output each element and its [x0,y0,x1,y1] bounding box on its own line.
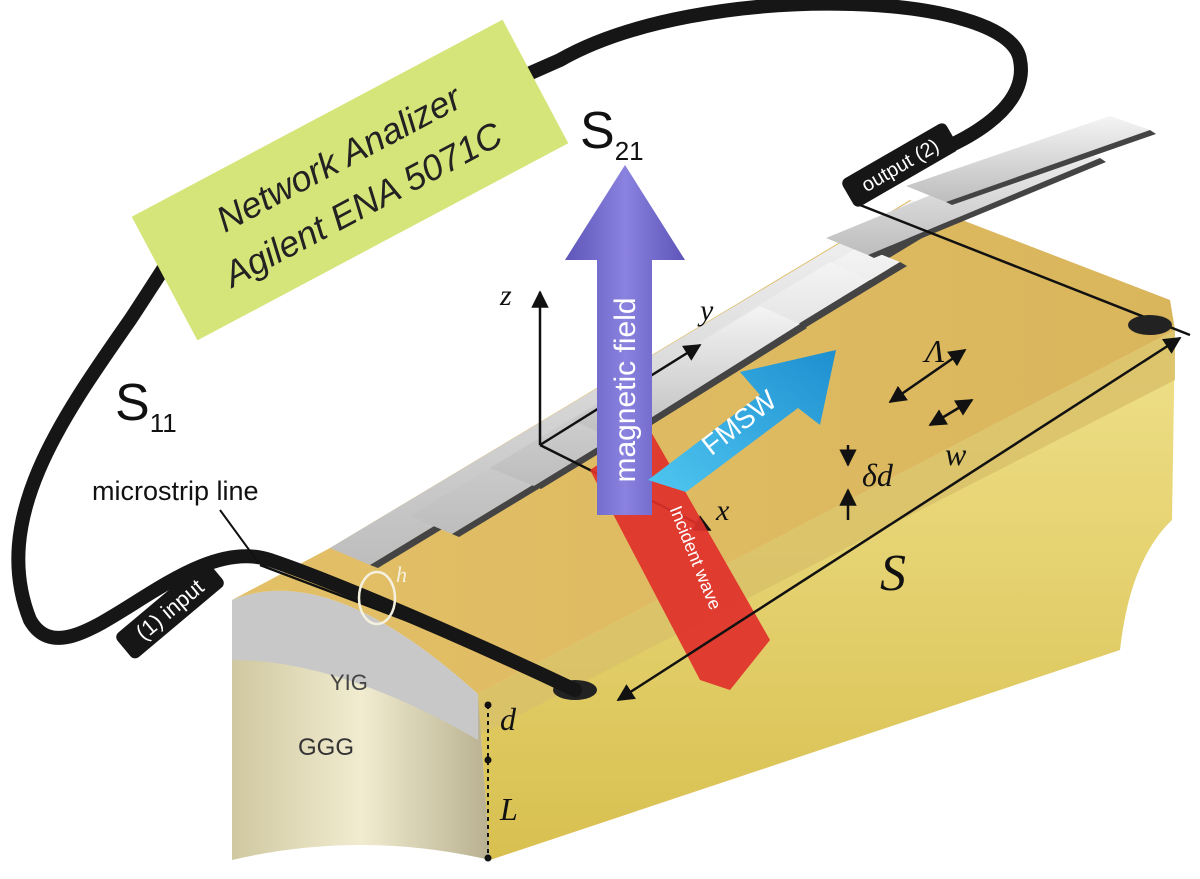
yig-label: YIG [330,670,368,695]
ggg-label: GGG [298,734,354,761]
s-dimension: S [616,336,1182,702]
l-label: L [499,791,518,827]
y-axis-label: y [697,294,714,327]
output-microstrip-line [859,203,1191,337]
magnetic-field-label: magnetic field [609,297,642,482]
thickness-dimensions: d L [484,701,518,862]
yig-end-layer [232,590,478,740]
microstrip-label: microstrip line [92,476,259,506]
s21-label: S21 [580,102,644,166]
lambda-label: Λ [922,333,945,369]
x-axis-label: x [715,494,730,527]
d-label: d [500,701,517,737]
microstrip-pointer [219,509,259,563]
delta-d-label: δd [862,457,894,493]
cable [11,0,1028,697]
output-connector [1128,315,1172,335]
h-marker: h [357,562,407,626]
s11-label: S11 [115,374,177,438]
w-label: w [945,436,967,472]
h-label: h [396,562,407,587]
z-axis-label: z [499,279,512,312]
s-label: S [880,545,906,602]
